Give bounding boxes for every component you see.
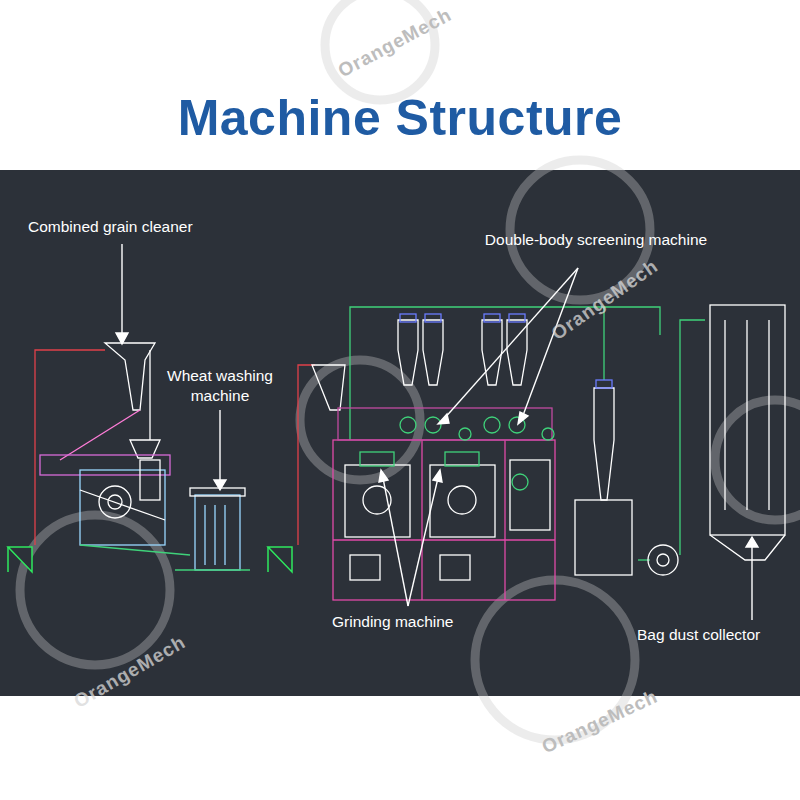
part-label: Grinding machine [332, 612, 453, 632]
dark-panel [0, 170, 800, 696]
page-title: Machine Structure [178, 89, 623, 147]
grinding-frame [333, 408, 555, 600]
watermark-logos [20, 0, 800, 740]
part-label: Combined grain cleaner [28, 217, 193, 237]
transport-pipes [298, 307, 705, 560]
part-label: Bag dust collector [637, 625, 760, 645]
watermark: OrangeMech [539, 686, 662, 759]
part-label: Double-body screening machine [481, 230, 711, 250]
part-label: Wheat washing machine [145, 366, 295, 406]
intake-hoppers [8, 547, 292, 572]
combined-grain-cleaner [35, 343, 190, 555]
dust-system [575, 305, 785, 575]
screening-cyclones [398, 314, 554, 440]
leader-lines [116, 244, 758, 620]
wheat-washing-machine [175, 488, 250, 570]
